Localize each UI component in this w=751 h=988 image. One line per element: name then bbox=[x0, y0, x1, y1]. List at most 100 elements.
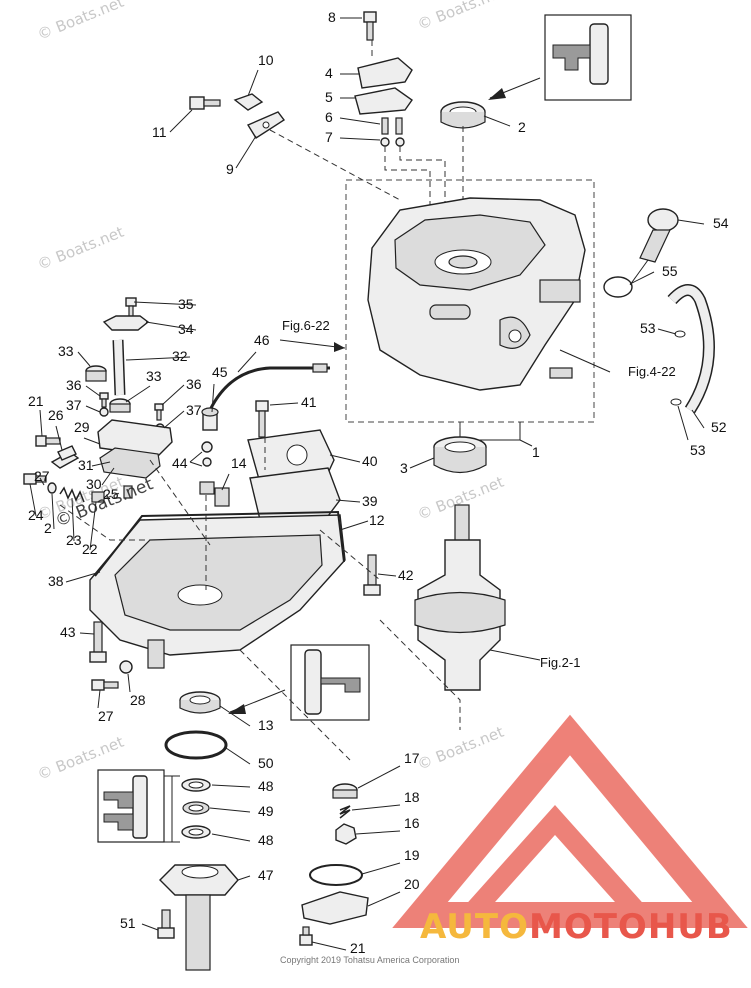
seal-48-icon bbox=[181, 778, 211, 792]
callout-2: 2 bbox=[44, 520, 52, 536]
gasket-30-icon bbox=[99, 447, 161, 479]
grommet-33-icon bbox=[85, 365, 107, 382]
callout-39: 39 bbox=[362, 493, 378, 509]
callout-27: 27 bbox=[34, 468, 50, 484]
callout-35: 35 bbox=[178, 296, 194, 312]
callout-38: 38 bbox=[48, 573, 64, 589]
plate-4-icon bbox=[357, 57, 413, 89]
callout-55: 55 bbox=[662, 263, 678, 279]
bracket-34-icon bbox=[102, 315, 150, 331]
figure-ref: Fig.2-1 bbox=[540, 655, 580, 670]
cover-29-icon bbox=[97, 419, 173, 457]
brand-logo-icon bbox=[392, 714, 748, 928]
cable-end-icon bbox=[312, 363, 328, 373]
callout-26: 26 bbox=[48, 407, 64, 423]
callout-37: 37 bbox=[186, 402, 202, 418]
callout-40: 40 bbox=[362, 453, 378, 469]
screw-8-icon bbox=[363, 11, 377, 41]
assembly-line bbox=[319, 529, 381, 581]
brand-part-moto: MOTO bbox=[529, 907, 648, 947]
spacer-49-icon bbox=[182, 801, 210, 815]
dowel-6-icon bbox=[381, 117, 389, 135]
callout-52: 52 bbox=[711, 419, 727, 435]
callout-48: 48 bbox=[258, 832, 274, 848]
callout-20: 20 bbox=[404, 876, 420, 892]
callout-18: 18 bbox=[404, 789, 420, 805]
dipstick-54-icon bbox=[629, 208, 679, 286]
callout-23: 23 bbox=[66, 532, 82, 548]
screw-36-icon bbox=[154, 403, 164, 421]
watermark-text: © Boats.net bbox=[35, 223, 127, 274]
washer-37-icon bbox=[99, 407, 109, 417]
detail-inset-bottom bbox=[228, 644, 370, 721]
callout-layer: 8456710119254555352533534323333363736374… bbox=[28, 9, 729, 956]
gasket-19-icon bbox=[309, 864, 363, 886]
callout-25: 25 bbox=[103, 486, 119, 502]
clamp-10-icon bbox=[233, 93, 264, 111]
callout-3: 3 bbox=[400, 460, 408, 476]
callout-44: 44 bbox=[172, 455, 188, 471]
leader-lines bbox=[29, 17, 705, 951]
valve-22-icon bbox=[91, 491, 105, 503]
crankcase-1-icon bbox=[367, 197, 586, 391]
callout-31: 31 bbox=[78, 457, 94, 473]
gasket-5-icon bbox=[354, 87, 413, 115]
callout-36: 36 bbox=[66, 377, 82, 393]
detail-inset-top bbox=[488, 14, 632, 101]
grommet-33-icon bbox=[109, 398, 131, 413]
clip-53-icon bbox=[670, 398, 682, 406]
part-14-icon bbox=[214, 487, 230, 507]
callout-32: 32 bbox=[172, 348, 188, 364]
callout-5: 5 bbox=[325, 89, 333, 105]
bolt-41-icon bbox=[255, 400, 269, 438]
assembly-line bbox=[384, 146, 431, 270]
callout-7: 7 bbox=[325, 129, 333, 145]
washer-25-icon bbox=[47, 482, 57, 494]
callout-4: 4 bbox=[325, 65, 333, 81]
part-27-icon bbox=[123, 485, 133, 499]
bearing-3-icon bbox=[433, 436, 487, 474]
crankshaft-icon bbox=[414, 504, 506, 691]
bolt-51-icon bbox=[157, 909, 175, 939]
washer-28-icon bbox=[119, 660, 133, 674]
callout-54: 54 bbox=[713, 215, 729, 231]
callout-46: 46 bbox=[254, 332, 270, 348]
spring-18-icon bbox=[339, 805, 351, 819]
callout-17: 17 bbox=[404, 750, 420, 766]
callout-21: 21 bbox=[350, 940, 366, 956]
bolt-21-icon bbox=[35, 435, 61, 447]
assembly-line bbox=[269, 129, 401, 201]
dowel-6-icon bbox=[395, 117, 403, 135]
callout-48: 48 bbox=[258, 778, 274, 794]
callout-27: 27 bbox=[98, 708, 114, 724]
callout-22: 22 bbox=[82, 541, 98, 557]
callout-24: 24 bbox=[28, 507, 44, 523]
bracket-9-icon bbox=[246, 111, 286, 139]
callout-2: 2 bbox=[518, 119, 526, 135]
nut-16-icon bbox=[335, 823, 357, 845]
crankcase-dashed-box bbox=[345, 179, 595, 423]
screw-36-icon bbox=[99, 392, 109, 408]
figure-ref: Fig.4-22 bbox=[628, 364, 676, 379]
sensor-45-icon bbox=[201, 407, 219, 431]
clip-26-icon bbox=[57, 445, 77, 461]
callout-11: 11 bbox=[152, 124, 167, 140]
callout-49: 49 bbox=[258, 803, 274, 819]
callout-42: 42 bbox=[398, 567, 414, 583]
callout-37: 37 bbox=[66, 397, 82, 413]
callout-45: 45 bbox=[212, 364, 228, 380]
callout-8: 8 bbox=[328, 9, 336, 25]
lower-case-12-icon bbox=[89, 514, 346, 669]
assembly-line bbox=[239, 649, 351, 761]
callout-10: 10 bbox=[258, 52, 274, 68]
part-44-icon bbox=[199, 441, 215, 495]
oring-55-icon bbox=[603, 276, 633, 298]
brand-part-hub: HUB bbox=[648, 907, 733, 947]
brand-part-auto: AUTO bbox=[420, 907, 529, 947]
seal-48-icon bbox=[181, 825, 211, 839]
bolt-21-icon bbox=[299, 926, 313, 946]
callout-53: 53 bbox=[640, 320, 656, 336]
spring-23-icon bbox=[59, 486, 85, 503]
